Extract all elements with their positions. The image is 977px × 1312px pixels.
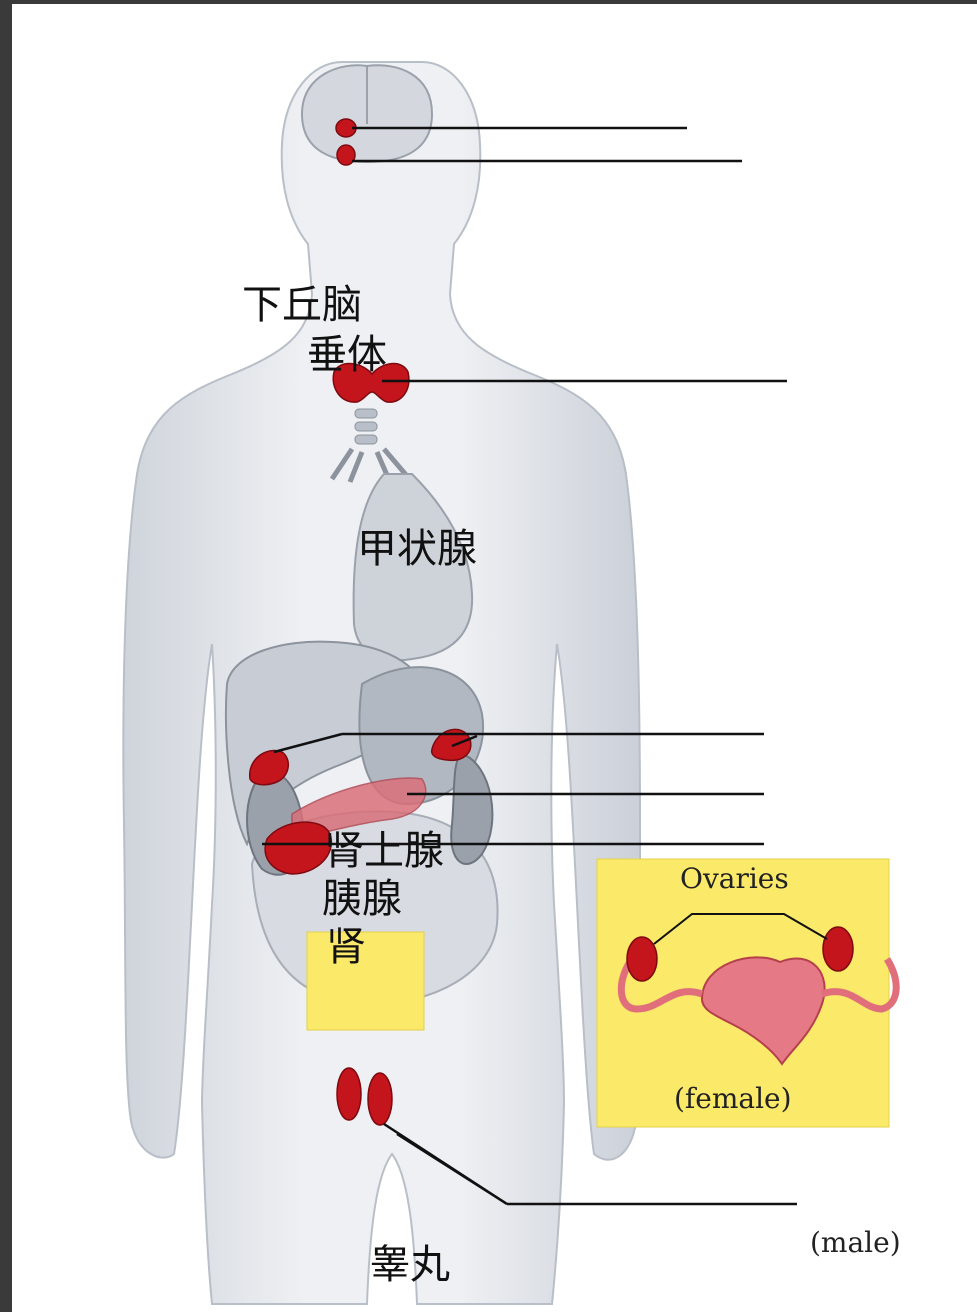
body-illustration	[12, 4, 977, 1312]
label-adrenal: 肾上腺	[324, 830, 444, 872]
label-pancreas: 胰腺	[322, 878, 402, 920]
label-testis: 睾丸	[370, 1244, 450, 1286]
left-ovary	[627, 937, 657, 981]
diagram-canvas: 下丘脑 垂体 甲状腺 肾上腺 胰腺 肾 睾丸 Ovaries (female) …	[12, 4, 977, 1312]
label-female: (female)	[674, 1082, 792, 1115]
label-pituitary: 垂体	[307, 334, 387, 376]
left-testis	[337, 1068, 361, 1120]
right-testis	[368, 1073, 392, 1125]
label-male: (male)	[810, 1226, 901, 1259]
right-ovary	[823, 927, 853, 971]
label-ovaries: Ovaries	[680, 862, 789, 895]
label-kidney: 肾	[326, 926, 366, 968]
label-hypothalamus: 下丘脑	[242, 284, 362, 326]
label-thyroid: 甲状腺	[357, 528, 477, 570]
